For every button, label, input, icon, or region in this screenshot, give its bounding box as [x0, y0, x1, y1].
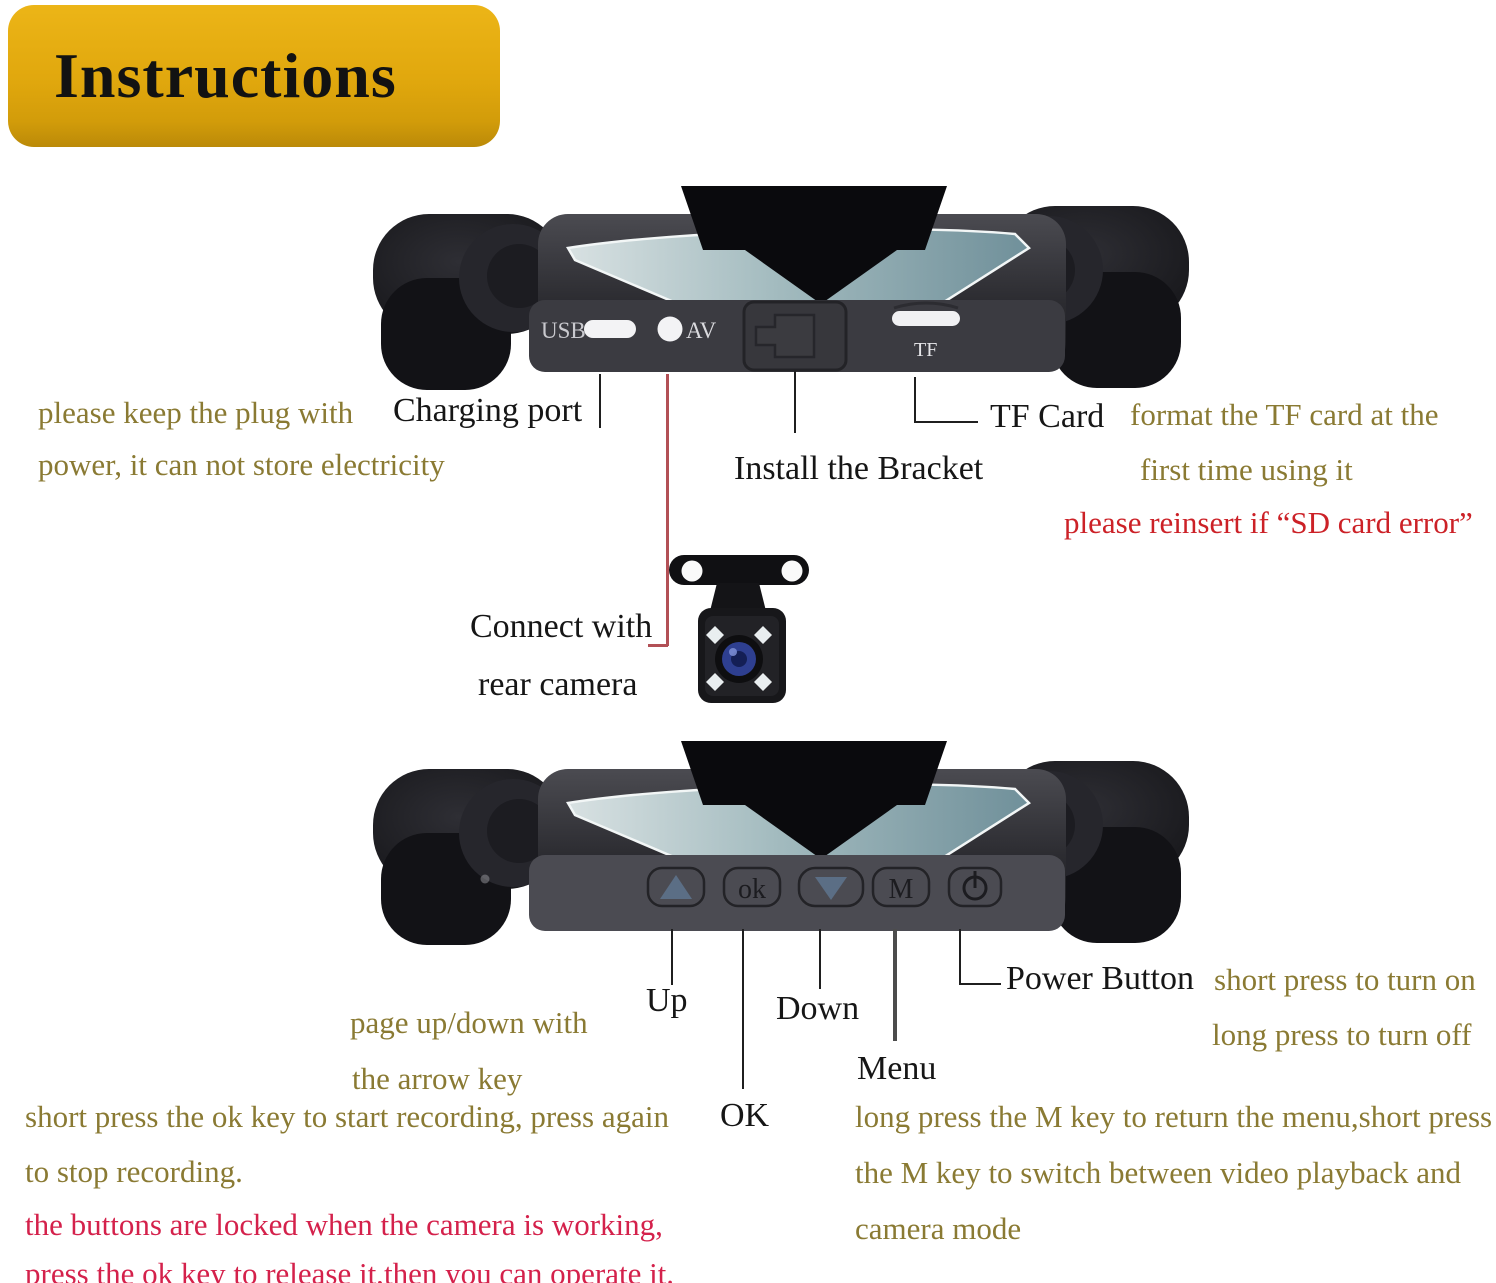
tf-card-slot — [892, 311, 960, 326]
label-tf-card: TF Card — [990, 398, 1105, 435]
power-button-key — [947, 866, 1003, 908]
label-menu: Menu — [857, 1050, 937, 1087]
note-power-line2: long press to turn off — [1212, 1017, 1472, 1052]
rear-camera-image — [669, 555, 809, 703]
up-arrow-icon — [660, 875, 692, 899]
menu-button-glyph: M — [889, 874, 914, 905]
note-keep-plug-line2: power, it can not store electricity — [38, 447, 445, 482]
label-connect-line1: Connect with — [470, 608, 653, 645]
dashcam-bottom-image: ok M — [373, 741, 1189, 945]
label-connect-line2: rear camera — [478, 666, 638, 703]
note-menu-line2: the M key to switch between video playba… — [855, 1155, 1462, 1190]
led-bottom-left — [706, 673, 724, 691]
label-charging-port: Charging port — [393, 392, 583, 429]
leader-up-line — [671, 929, 673, 985]
lens-highlight — [729, 648, 737, 656]
note-format-line1: format the TF card at the — [1130, 397, 1439, 432]
note-power-line1: short press to turn on — [1214, 962, 1476, 997]
leader-tf-line-v — [914, 377, 916, 423]
led-top-right — [754, 626, 772, 644]
label-ok: OK — [720, 1097, 770, 1134]
leader-down-line — [819, 929, 821, 989]
leader-tf-line-h — [914, 421, 978, 423]
leader-rear-camera-line — [666, 374, 669, 646]
bracket-hole-right — [781, 560, 803, 582]
tf-slot-shadow — [893, 301, 959, 310]
bracket-hole-left — [681, 560, 703, 582]
down-arrow-icon — [815, 877, 847, 900]
note-menu-line3: camera mode — [855, 1211, 1022, 1246]
dashcam-top-image: USB AV TF — [373, 186, 1189, 390]
rear-camera-bracket-bar — [669, 555, 809, 585]
av-port-label: AV — [686, 318, 717, 343]
leader-rear-camera-foot — [648, 644, 668, 647]
note-format-line2: first time using it — [1140, 452, 1353, 487]
bracket-slot-plug — [754, 313, 816, 359]
ok-button: ok — [722, 866, 782, 908]
leader-power-line-h — [959, 983, 1001, 985]
leader-ok-line — [742, 929, 744, 1089]
mic-hole — [480, 874, 490, 884]
menu-button: M — [871, 866, 931, 908]
note-ok-line1: short press the ok key to start recordin… — [25, 1099, 669, 1134]
led-top-left — [706, 626, 724, 644]
note-ok-line2: to stop recording. — [25, 1154, 243, 1189]
leader-bracket-line — [794, 371, 796, 433]
note-page-updown-line2: the arrow key — [352, 1061, 523, 1096]
leader-charging-port-line — [599, 374, 601, 428]
av-port — [657, 316, 683, 342]
ok-button-glyph: ok — [738, 874, 766, 905]
note-lock-line1: the buttons are locked when the camera i… — [25, 1207, 663, 1242]
label-install-bracket: Install the Bracket — [734, 450, 984, 487]
bracket-mount — [681, 741, 947, 859]
note-page-updown-line1: page up/down with — [350, 1005, 588, 1040]
note-lock-line2: press the ok key to release it,then you … — [25, 1256, 675, 1283]
rear-camera-stem — [709, 583, 767, 615]
label-down: Down — [776, 990, 860, 1027]
note-sd-card-error: please reinsert if “SD card error” — [1064, 505, 1473, 540]
usb-port-label: USB — [541, 318, 586, 343]
note-keep-plug-line1: please keep the plug with — [38, 395, 354, 430]
down-button — [797, 866, 865, 908]
leader-menu-line — [893, 929, 897, 1041]
instruction-banner: Instructions — [8, 5, 500, 147]
led-bottom-right — [754, 673, 772, 691]
usb-port — [584, 320, 636, 338]
leader-power-line-v — [959, 929, 961, 985]
banner-title: Instructions — [54, 40, 397, 111]
note-menu-line1: long press the M key to return the menu,… — [855, 1099, 1493, 1134]
label-up: Up — [646, 982, 688, 1019]
bracket-mount — [681, 186, 947, 304]
left-lens-barrel — [373, 214, 567, 390]
tf-slot-label: TF — [914, 339, 937, 361]
label-power-button: Power Button — [1006, 960, 1194, 997]
up-button — [646, 866, 706, 908]
